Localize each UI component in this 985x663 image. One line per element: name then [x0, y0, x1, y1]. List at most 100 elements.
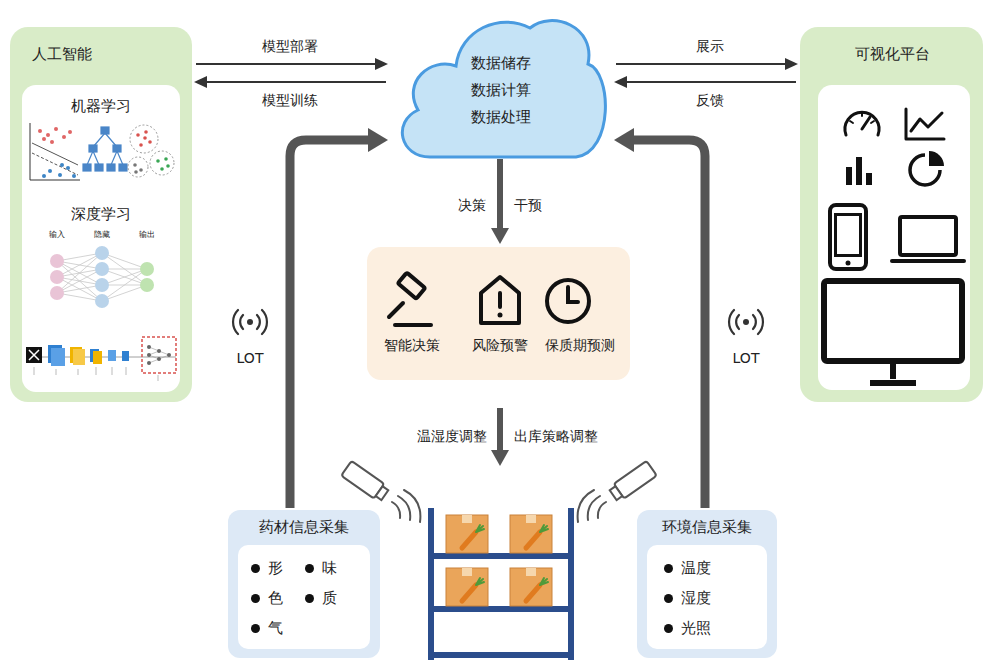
scatter-plot — [32, 153, 78, 175]
camera-left — [376, 486, 389, 500]
decision-tree — [119, 164, 127, 171]
scatter-plot — [38, 127, 72, 144]
cnn-strip — [29, 350, 39, 360]
node-text: 数据处理 — [471, 108, 531, 126]
cnn-strip — [149, 347, 169, 363]
neural-network — [95, 294, 109, 308]
storage-box — [462, 578, 484, 601]
scatter-plot — [30, 123, 80, 180]
node-text: 光照 — [681, 619, 711, 637]
bullet-dot — [251, 624, 260, 633]
gauge-icon — [850, 113, 874, 123]
wireless-icon — [729, 310, 763, 334]
connector-line — [626, 81, 796, 83]
wireless-icon — [233, 310, 267, 334]
node-text: 数据储存 — [471, 54, 531, 72]
neural-network — [57, 253, 147, 301]
node-text: 机器学习 — [71, 97, 131, 115]
neural-network — [50, 286, 64, 300]
arrow-head — [194, 76, 207, 88]
wireless-icon — [240, 315, 260, 329]
cluster-plot — [136, 133, 140, 137]
cluster-plot — [133, 163, 143, 174]
neural-network — [50, 270, 64, 284]
adjust-arrow — [497, 408, 503, 452]
warning-house-icon — [481, 277, 519, 323]
cnn-strip — [149, 347, 169, 363]
cnn-strip — [93, 351, 102, 364]
laptop-icon — [892, 259, 964, 263]
edge-label: 反馈 — [696, 92, 724, 109]
cluster-plot — [134, 170, 138, 174]
cnn-strip — [157, 357, 161, 361]
gauge-icon — [845, 112, 879, 135]
scatter-plot — [54, 127, 58, 131]
gauge-icon — [845, 112, 879, 135]
connector — [491, 159, 509, 244]
cluster-plot — [164, 157, 168, 161]
arrow-head — [368, 128, 388, 152]
signal-waves — [398, 496, 410, 520]
wireless-icon — [736, 315, 756, 329]
connector-line — [497, 159, 503, 230]
cluster-plot — [139, 168, 143, 172]
arrow-head — [785, 58, 798, 70]
adjust-arrow — [491, 408, 509, 466]
neural-network — [95, 246, 109, 308]
neural-network — [140, 262, 154, 292]
node-text: 质 — [322, 589, 337, 607]
storage-box — [510, 568, 552, 606]
camera-left — [341, 461, 390, 503]
line-chart-icon — [911, 113, 942, 131]
shelf — [428, 652, 574, 658]
cluster-plot — [143, 136, 147, 140]
feature-list: 形味色质气 — [238, 545, 370, 649]
scatter-plot — [62, 135, 66, 139]
cluster-plot — [128, 125, 174, 177]
node-text: 环境信息采集 — [662, 518, 752, 536]
ai-panel: 人工智能 — [10, 27, 192, 402]
connector-line — [206, 81, 386, 83]
bullet-dot — [664, 564, 673, 573]
decision-tree — [89, 145, 97, 152]
cluster-plot — [156, 159, 160, 163]
node-text: 温度 — [681, 559, 711, 577]
storage-box — [526, 515, 536, 523]
edge-label: 模型部署 — [262, 38, 318, 55]
gavel-icon — [389, 273, 431, 325]
shelf — [428, 508, 574, 660]
decision-tree — [83, 164, 91, 171]
bullet-dot — [305, 564, 314, 573]
node-text: 保质期预测 — [545, 337, 615, 354]
pie-chart-icon — [910, 151, 944, 185]
shelf — [568, 508, 574, 660]
gavel-icon — [398, 273, 425, 299]
cluster-plot — [136, 130, 152, 147]
decision-tree — [95, 164, 103, 171]
note-label: 干预 — [514, 197, 542, 214]
bar-chart-icon — [866, 173, 872, 185]
cluster-plot — [160, 167, 164, 171]
phone-icon — [830, 205, 866, 269]
storage-box — [526, 578, 548, 601]
scatter-plot — [46, 133, 50, 137]
collect-box: 药材信息采集形味色质气 — [228, 510, 380, 658]
shelf — [428, 553, 574, 559]
decision-tree — [107, 164, 115, 171]
storage-box — [462, 525, 484, 548]
neural-network — [57, 253, 147, 301]
neural-network — [50, 254, 64, 300]
scatter-plot — [66, 166, 70, 170]
scatter-plot — [32, 143, 78, 165]
scatter-plot — [42, 174, 46, 178]
decision-tree — [83, 127, 127, 171]
note-label: 出库策略调整 — [514, 428, 598, 445]
signal-waves — [392, 502, 400, 518]
node-text: 气 — [268, 619, 283, 637]
node-text: 色 — [268, 589, 283, 607]
line-chart-icon — [906, 109, 944, 139]
node-text: 数据计算 — [471, 81, 531, 99]
collect-box: 环境信息采集温度湿度光照 — [637, 510, 777, 658]
phone-icon — [834, 213, 862, 257]
scatter-plot — [58, 173, 62, 177]
